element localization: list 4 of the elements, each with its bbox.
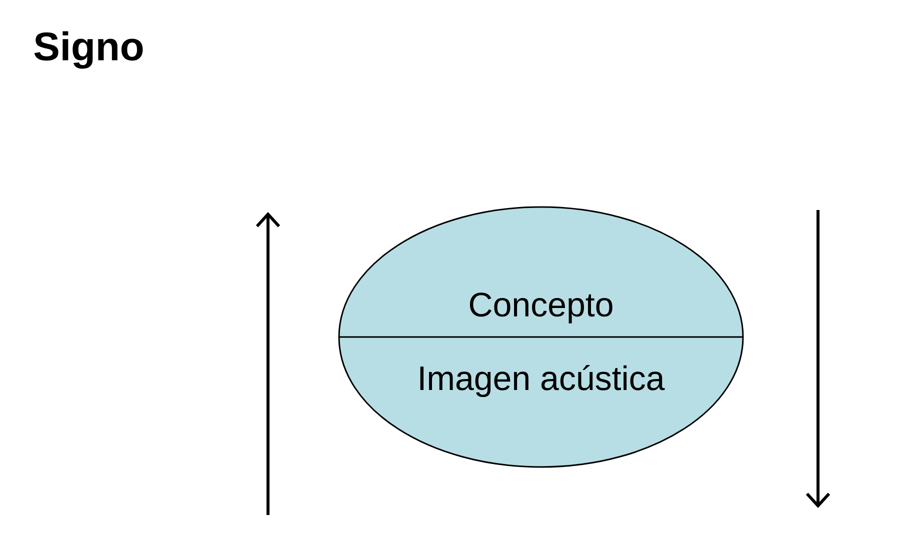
ellipse-text: Concepto <box>470 292 612 324</box>
title: Signo <box>34 31 143 69</box>
split-ellipse <box>338 206 744 468</box>
ellipse-text: Imagen acústica <box>420 364 665 398</box>
